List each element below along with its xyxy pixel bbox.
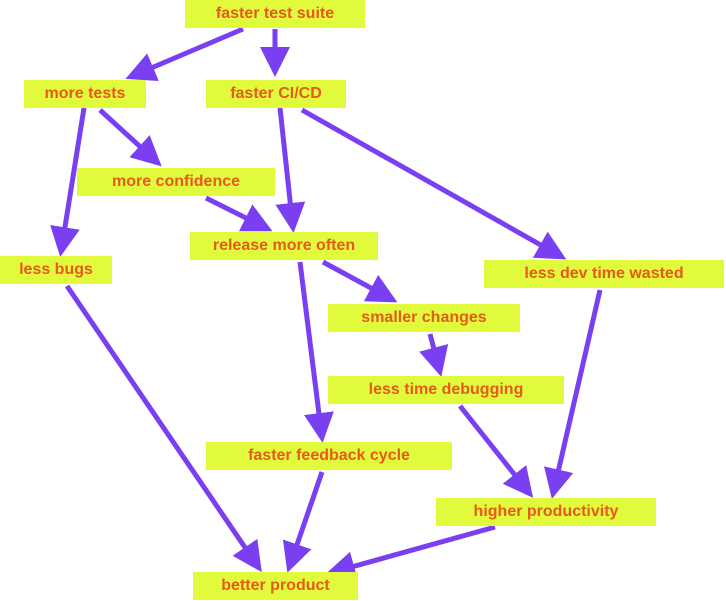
node-more-tests: more tests (24, 80, 146, 108)
arrow-faster-cicd-to-release-more-often (275, 107, 306, 233)
arrow-less-bugs-to-better-product (64, 284, 262, 573)
arrow-release-more-often-to-smaller-changes (321, 259, 398, 303)
arrow-release-more-often-to-faster-feedback-cycle (297, 261, 334, 443)
arrow-smaller-changes-to-less-time-debugging (419, 333, 449, 377)
node-higher-productivity: higher productivity (436, 498, 656, 526)
node-smaller-changes: smaller changes (328, 304, 520, 332)
node-faster-test-suite: faster test suite (185, 0, 365, 28)
node-faster-feedback-cycle: faster feedback cycle (206, 442, 452, 470)
node-less-time-debugging: less time debugging (328, 376, 564, 404)
arrow-more-tests-to-less-bugs (50, 107, 87, 257)
arrow-more-tests-to-more-confidence (98, 108, 162, 167)
arrow-less-dev-time-wasted-to-higher-productivity (543, 289, 603, 499)
node-more-confidence: more confidence (77, 168, 275, 196)
arrow-more-confidence-to-release-more-often (204, 195, 273, 232)
node-release-more-often: release more often (190, 232, 378, 260)
node-faster-cicd: faster CI/CD (206, 80, 346, 108)
node-better-product: better product (193, 572, 358, 600)
node-less-bugs: less bugs (0, 256, 112, 284)
arrow-faster-feedback-cycle-to-better-product (282, 471, 325, 573)
arrow-higher-productivity-to-better-product (325, 524, 496, 581)
arrow-less-time-debugging-to-higher-productivity (458, 404, 534, 498)
node-less-dev-time-wasted: less dev time wasted (484, 260, 724, 288)
arrow-faster-cicd-to-less-dev-time-wasted (300, 107, 567, 260)
arrow-faster-test-suite-to-more-tests (125, 26, 244, 82)
